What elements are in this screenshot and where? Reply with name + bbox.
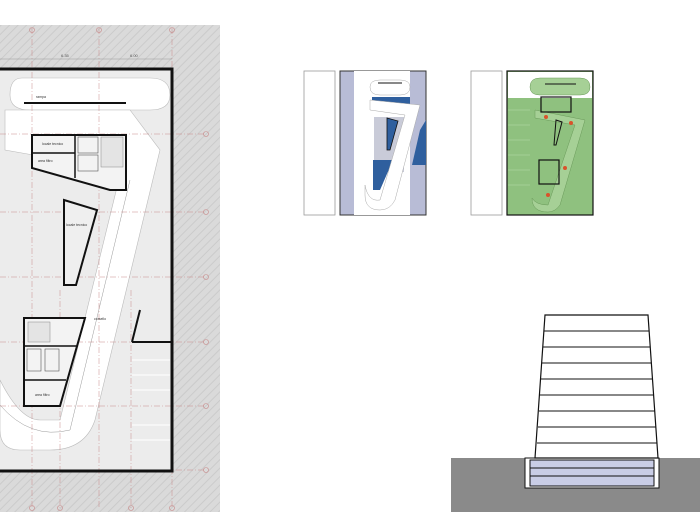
dimension-2: 6.00 (130, 53, 139, 58)
building-section (451, 314, 700, 512)
stairs (27, 321, 51, 343)
parking-wall (131, 309, 172, 343)
scheme-diagram-blue (303, 70, 427, 216)
stairs (100, 136, 124, 168)
underground-levels (529, 459, 655, 487)
ramp-upper-loop (9, 77, 171, 111)
label-filter-area-2: area filtro (35, 393, 50, 397)
dimension-1: 6.35 (61, 53, 70, 58)
grid-markers (29, 27, 209, 511)
triangular-tech-room (63, 198, 99, 286)
label-ramp: rampa (36, 95, 46, 99)
label-tech-room-2: locale tecnico (66, 223, 87, 227)
label-tech-room-1: locale tecnico (42, 142, 63, 146)
elevator-shaft (44, 348, 60, 372)
elevator-shaft (26, 348, 42, 372)
floor-plan: 6.35 6.00 rampa locale tecnico area filt… (0, 25, 220, 512)
elevator-shaft (77, 154, 99, 172)
label-filter-area-1: area filtro (38, 159, 53, 163)
parking-stalls (132, 359, 170, 441)
ramp-spiral (0, 109, 161, 451)
scheme-diagram-green (470, 70, 594, 216)
tower-elevation (534, 314, 659, 459)
floor-lines (537, 330, 657, 444)
label-corridor: corsello (94, 317, 106, 321)
ramp-centerline (0, 179, 131, 433)
perimeter-wall (0, 67, 174, 473)
elevator-shaft (77, 136, 99, 154)
egress-markers (544, 115, 573, 197)
